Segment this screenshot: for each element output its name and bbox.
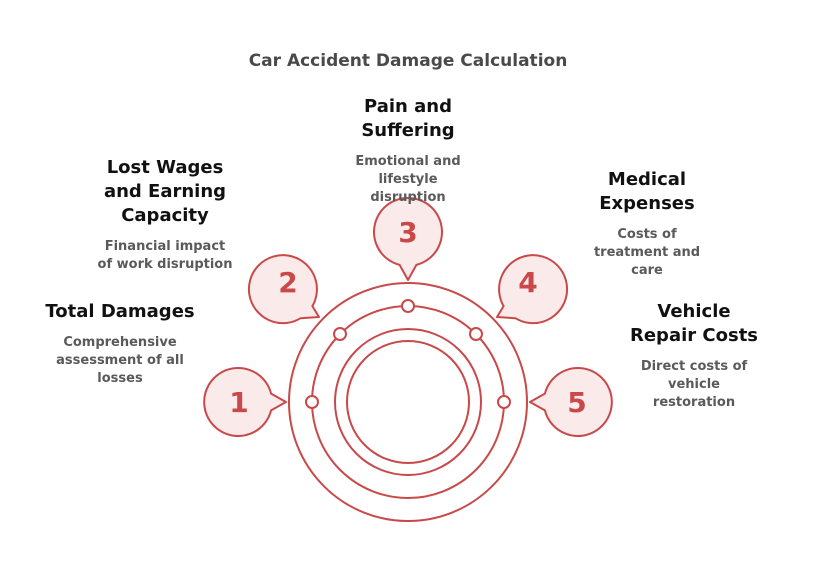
inner-ring-outer xyxy=(334,328,482,476)
bubble-1: 1 xyxy=(203,367,287,437)
ring-dot-3 xyxy=(401,299,415,313)
step-heading-5: Vehicle Repair Costs xyxy=(629,301,759,346)
bubble-3-number: 3 xyxy=(398,216,417,249)
bubble-2-shape xyxy=(247,254,320,325)
ring-dot-1 xyxy=(305,395,319,409)
bubble-5-number: 5 xyxy=(567,386,586,419)
ring-dot-2 xyxy=(333,327,347,341)
ring-dot-5 xyxy=(497,395,511,409)
step-description-3: Emotional and lifestyle disruption xyxy=(355,154,461,205)
step-label-4: Medical Expenses Costs of treatment and … xyxy=(572,168,722,280)
step-heading-4: Medical Expenses xyxy=(599,169,695,214)
outer-ring xyxy=(288,282,528,522)
inner-ring-inner xyxy=(346,340,470,464)
bubble-3-shape xyxy=(373,197,443,281)
step-label-3: Pain and Suffering Emotional and lifesty… xyxy=(338,95,478,207)
step-label-5: Vehicle Repair Costs Direct costs of veh… xyxy=(616,300,772,412)
bubble-5-shape xyxy=(529,367,613,437)
step-heading-2: Lost Wages and Earning Capacity xyxy=(103,157,227,226)
bubble-3: 3 xyxy=(373,197,443,281)
step-label-2: Lost Wages and Earning Capacity Financia… xyxy=(95,156,235,274)
ring-dot-4 xyxy=(469,327,483,341)
diagram-title: Car Accident Damage Calculation xyxy=(249,51,568,71)
step-heading-1: Total Damages xyxy=(45,301,195,322)
step-description-2: Financial impact of work disruption xyxy=(97,239,233,272)
bubble-1-number: 1 xyxy=(229,386,248,419)
ring-dots xyxy=(305,299,511,409)
bubble-4: 4 xyxy=(496,254,569,325)
bubble-2-number: 2 xyxy=(278,266,297,299)
step-description-5: Direct costs of vehicle restoration xyxy=(640,359,748,410)
bubble-5: 5 xyxy=(529,367,613,437)
bubble-1-shape xyxy=(203,367,287,437)
step-description-4: Costs of treatment and care xyxy=(593,227,701,278)
concentric-rings xyxy=(288,282,528,522)
bubble-4-shape xyxy=(496,254,569,325)
step-description-1: Comprehensive assessment of all losses xyxy=(56,335,184,386)
bubble-2: 2 xyxy=(247,254,320,325)
step-heading-3: Pain and Suffering xyxy=(361,96,455,141)
step-label-1: Total Damages Comprehensive assessment o… xyxy=(40,300,200,388)
bubble-4-number: 4 xyxy=(518,266,537,299)
